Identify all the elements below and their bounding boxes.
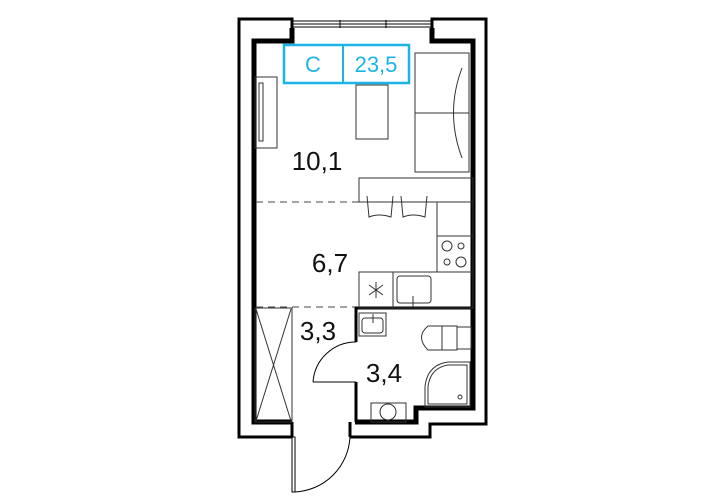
- total-area: 23,5: [355, 52, 398, 77]
- kitchen-sink: [392, 271, 474, 309]
- bathroom-door[interactable]: [312, 341, 357, 383]
- bar-counter: [358, 177, 474, 203]
- furniture: [254, 52, 474, 423]
- shower: [424, 361, 471, 408]
- washing-machine: [370, 402, 407, 423]
- kitchen-cabinet: [436, 201, 474, 237]
- area-badge: С 23,5: [282, 43, 411, 85]
- outer-wall: [237, 17, 488, 439]
- hall-wardrobe: [254, 307, 293, 423]
- fridge: [358, 271, 394, 309]
- unit-type: С: [305, 52, 321, 77]
- coffee-table: [355, 84, 389, 140]
- inner-wall: [251, 28, 476, 425]
- room-area-bathroom: 3,4: [366, 358, 402, 388]
- bar-stool: [366, 195, 428, 218]
- window: [292, 20, 432, 28]
- tv-cabinet: [254, 76, 278, 149]
- sofa: [414, 52, 470, 173]
- room-area-living: 10,1: [292, 146, 343, 176]
- cooktop: [436, 235, 474, 273]
- entrance-door[interactable]: [291, 436, 351, 493]
- room-area-kitchen: 6,7: [312, 248, 348, 278]
- room-area-hall: 3,3: [300, 316, 336, 346]
- bathroom-sink: [358, 312, 387, 337]
- toilet: [421, 325, 472, 351]
